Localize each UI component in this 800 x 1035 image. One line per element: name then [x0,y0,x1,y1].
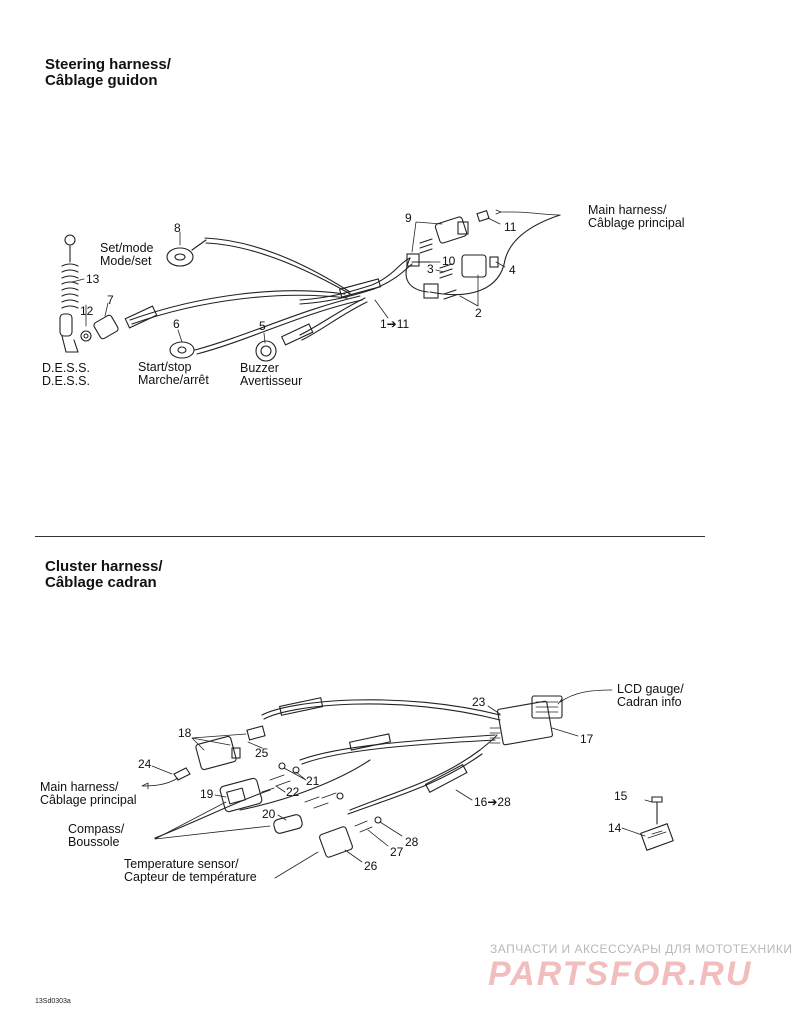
set-mode-switch [166,247,194,267]
callout-24: 24 [138,757,152,771]
label-avertisseur: Avertisseur [240,374,303,388]
callout-5: 5 [259,319,266,333]
callout-10: 10 [442,254,456,268]
callout-18: 18 [178,726,192,740]
buzzer [255,340,277,362]
steering-bundle [299,257,411,301]
label-dess-en: D.E.S.S. [42,361,90,375]
dess-post [93,314,119,340]
label-cablage-principal-2: Câblage principal [40,793,137,807]
callout-15: 15 [614,789,628,803]
callout-7: 7 [107,293,114,307]
screw-15 [651,796,663,825]
callout-6: 6 [173,317,180,331]
label-boussole: Boussole [68,835,120,849]
callout-23: 23 [472,695,486,709]
label-dess-fr: D.E.S.S. [42,374,90,388]
callout-4: 4 [509,263,516,277]
callout-21: 21 [306,774,320,788]
label-compass: Compass/ [68,822,125,836]
watermark-tagline: ЗАПЧАСТИ И АКСЕССУАРЫ ДЛЯ МОТОТЕХНИКИ [490,942,793,956]
callout-17: 17 [580,732,594,746]
label-main-harness-2: Main harness/ [40,780,119,794]
cluster-title-en: Cluster harness/ [45,558,163,575]
callout-1-11: 1➔11 [380,317,410,331]
label-main-harness: Main harness/ [588,203,667,217]
callout-13: 13 [86,272,100,286]
callout-8: 8 [174,221,181,235]
label-cadran-info: Cadran info [617,695,682,709]
label-cablage-principal: Câblage principal [588,216,685,230]
connector-26 [319,826,353,858]
label-set-mode: Set/mode [100,241,154,255]
label-lcd-gauge: LCD gauge/ [617,682,684,696]
label-buzzer: Buzzer [240,361,279,375]
clip-14 [640,823,674,851]
connector-19 [219,777,263,813]
callout-3: 3 [427,262,434,276]
callout-22: 22 [286,785,300,799]
callout-16-28: 16➔28 [474,795,511,809]
cluster-title-fr: Câblage cadran [45,574,157,591]
callout-27: 27 [390,845,404,859]
connector-20 [273,814,303,834]
callout-19: 19 [200,787,214,801]
connector-4 [461,254,487,278]
callout-12: 12 [80,304,94,318]
label-marche-arret: Marche/arrêt [138,373,209,387]
callout-9: 9 [405,211,412,225]
callout-14: 14 [608,821,622,835]
label-temp-sensor: Temperature sensor/ [124,857,239,871]
connector-18 [195,735,237,771]
callout-28: 28 [405,835,419,849]
cluster-main-wire [261,699,501,716]
lcd-gauge [497,700,553,746]
steering-title-fr: Câblage guidon [45,72,158,89]
callout-20: 20 [262,807,276,821]
watermark-logo: PARTSFOR.RU [488,955,753,993]
steering-title-en: Steering harness/ [45,56,171,73]
callout-2: 2 [475,306,482,320]
label-mode-set: Mode/set [100,254,152,268]
callout-11: 11 [504,220,517,234]
dess-lanyard [61,245,79,309]
label-start-stop: Start/stop [138,360,192,374]
connector-2 [423,283,439,299]
start-stop-switch [169,341,195,359]
connector-9 [406,253,420,267]
figure-code: 13Sd0303a [35,998,71,1005]
label-capteur-temp: Capteur de température [124,870,257,884]
section-divider [35,536,705,537]
callout-26: 26 [364,859,378,873]
callout-25: 25 [255,746,269,760]
